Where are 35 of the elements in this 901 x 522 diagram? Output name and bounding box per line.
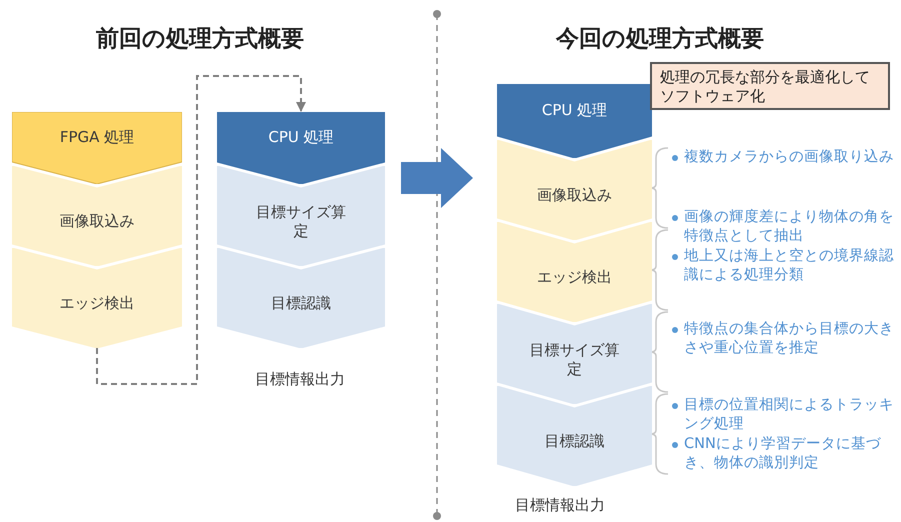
step-label: 目標認識 <box>544 432 604 451</box>
step-label: FPGA 処理 <box>60 128 134 146</box>
bullet-text: 地上又は海上と空との境界線認識による処理分類 <box>684 247 894 285</box>
process-step <box>12 166 182 266</box>
step-label: 目標サイズ算定 <box>528 340 620 378</box>
bullet-text: CNNにより学習データに基づき、物体の識別判定 <box>684 435 882 473</box>
output-label: 目標情報出力 <box>514 495 606 516</box>
section-heading: 前回の処理方式概要 <box>95 25 305 54</box>
bullet-text: 複数カメラからの画像取り込み <box>684 148 894 167</box>
stage-header <box>217 112 385 184</box>
step-label: エッジ検出 <box>60 294 134 313</box>
section-heading: 今回の処理方式概要 <box>554 25 765 54</box>
bullet-text: 目標の位置相関によるトラッキング処理 <box>684 396 894 434</box>
dashed-arrow <box>96 75 306 385</box>
bullet-text: 画像の輝度差により物体の角を特徴点として抽出 <box>684 208 894 246</box>
note-box: 処理の冗長な部分を最適化してソフトウェア化 <box>650 62 890 110</box>
step-label: 目標サイズ算定 <box>255 202 347 240</box>
step-label: 画像取込み <box>537 186 612 205</box>
process-step <box>497 222 652 322</box>
process-step <box>497 304 652 404</box>
step-label: CPU 処理 <box>268 128 334 146</box>
process-step <box>497 386 652 486</box>
step-label: 画像取込み <box>60 212 134 231</box>
step-label: エッジ検出 <box>537 268 612 287</box>
process-step <box>217 166 385 266</box>
process-step <box>12 248 182 348</box>
process-step <box>497 140 652 240</box>
stage-header <box>497 84 652 158</box>
process-step <box>217 248 385 348</box>
bullet-text: 特徴点の集合体から目標の大きさや重心位置を推定 <box>684 320 894 358</box>
step-label: 目標認識 <box>271 294 331 313</box>
block-arrow <box>401 148 473 208</box>
stage-header <box>12 112 182 184</box>
output-label: 目標情報出力 <box>254 369 346 390</box>
step-label: CPU 処理 <box>542 100 608 120</box>
